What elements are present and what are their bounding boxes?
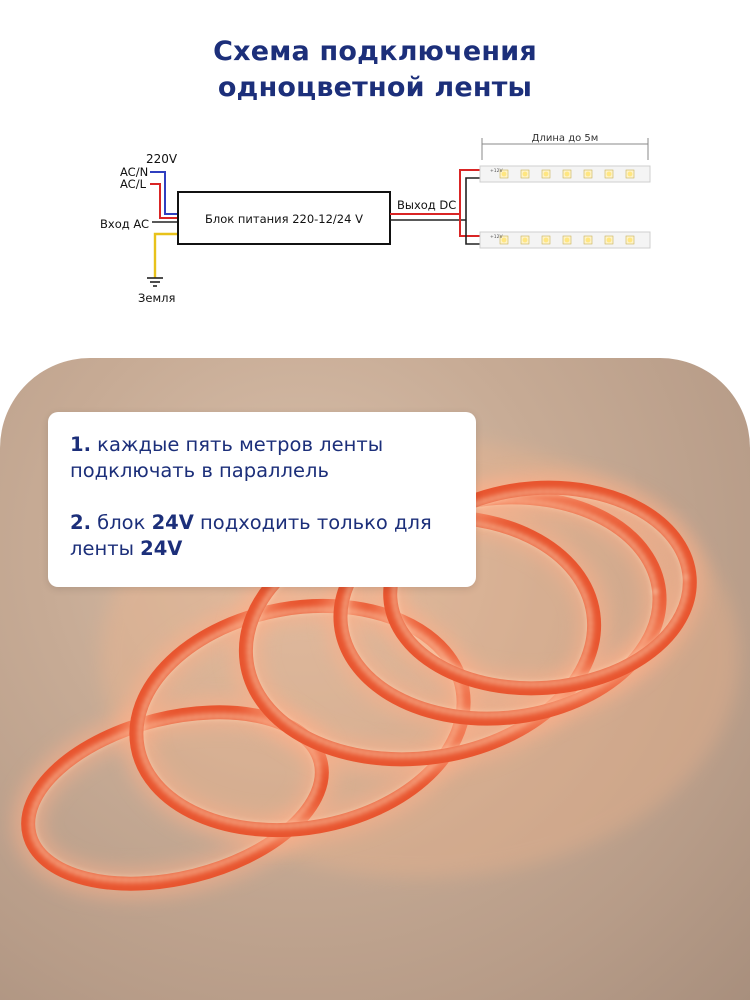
led-chip-light <box>564 171 570 177</box>
instruction-1: 1. каждые пять метров ленты подключать в… <box>70 432 470 484</box>
output-label: Выход DC <box>397 198 456 212</box>
instruction-2-voltage-2: 24V <box>140 537 183 560</box>
led-chip-light <box>543 237 549 243</box>
instruction-2-pre: блок <box>90 511 152 534</box>
wire-red-branch <box>459 169 480 214</box>
wire-red-ac <box>150 183 178 219</box>
instruction-2-voltage: 24V <box>151 511 194 534</box>
instruction-1-number: 1. <box>70 433 91 456</box>
led-strip-top: +12V <box>479 165 651 183</box>
wire-red-branch-2 <box>459 214 480 237</box>
wire-yellow <box>153 232 178 278</box>
led-chip-light <box>522 171 528 177</box>
instruction-2-number: 2. <box>70 511 91 534</box>
led-chip-light <box>627 171 633 177</box>
coil-band <box>21 705 329 891</box>
title-line-1: Схема подключения <box>213 36 537 67</box>
acl-label: AC/L <box>120 177 147 191</box>
led-chip-light <box>543 171 549 177</box>
led-strip-bottom: +12V <box>479 231 651 249</box>
coil-band <box>383 480 697 696</box>
instruction-1-text: каждые пять метров ленты подключать в па… <box>70 433 384 482</box>
led-chip-light <box>522 237 528 243</box>
input-label: Вход AC <box>100 217 149 231</box>
ground-label: Земля <box>138 291 175 305</box>
length-label: Длина до 5м <box>532 133 599 144</box>
led-chip-light <box>585 237 591 243</box>
led-chip-light <box>606 171 612 177</box>
wire-black-branch <box>465 177 480 220</box>
coil-leds <box>391 489 689 687</box>
instruction-2: 2. блок 24V подходить только для ленты 2… <box>70 510 470 562</box>
wire-blue <box>150 171 178 215</box>
led-chip-light <box>501 171 507 177</box>
strip-bottom-label: +12V <box>490 234 503 240</box>
title-line-2: одноцветной ленты <box>217 72 533 103</box>
instruction-2-mid: подходить только для ленты <box>70 511 432 560</box>
psu-box <box>177 191 391 245</box>
wire-black-branch-2 <box>465 220 480 245</box>
wiring-diagram: 220V AC/N AC/L Вход AC Земля Блок питани… <box>100 133 651 305</box>
ground-icon <box>147 277 163 287</box>
instructions-card: 1. каждые пять метров ленты подключать в… <box>48 412 476 587</box>
led-chip-light <box>564 237 570 243</box>
voltage-label: 220V <box>146 152 178 166</box>
strip-top-label: +12V <box>490 168 503 174</box>
led-chip-light <box>627 237 633 243</box>
psu-label: Блок питания 220-12/24 V <box>205 212 363 226</box>
led-chip-light <box>606 237 612 243</box>
led-chip-light <box>585 171 591 177</box>
page-title: Схема подключения одноцветной ленты <box>0 34 750 106</box>
led-chip-light <box>501 237 507 243</box>
acn-label: AC/N <box>120 165 148 179</box>
coil-leds <box>29 713 321 883</box>
